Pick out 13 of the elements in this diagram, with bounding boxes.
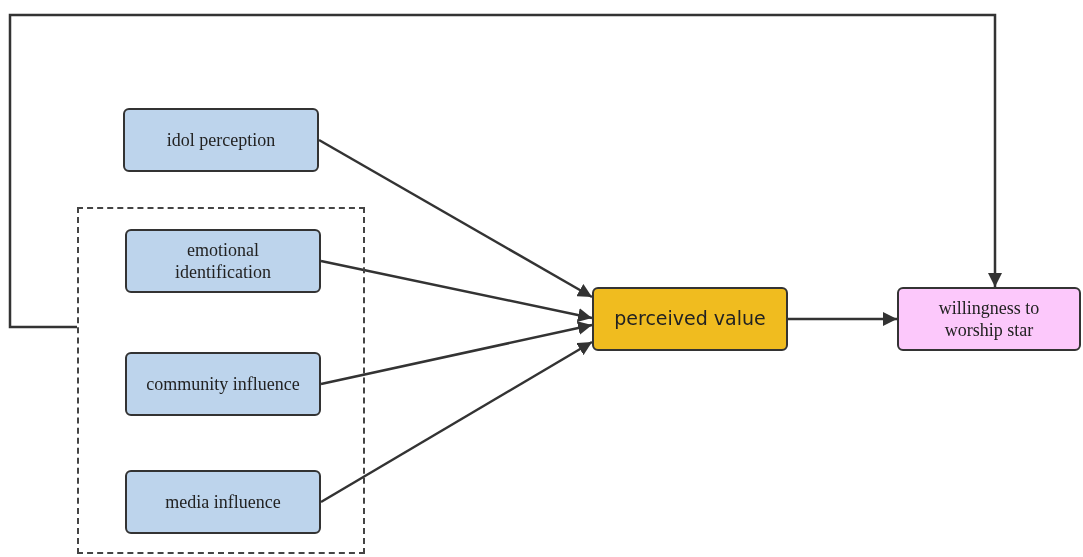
arrow — [318, 138, 593, 299]
arrow — [320, 321, 593, 386]
highlight-box: perceived value — [592, 287, 788, 351]
arrow — [8, 13, 1002, 329]
arrow — [320, 340, 593, 504]
process-box: community influence — [125, 352, 321, 416]
arrow — [320, 259, 593, 322]
arrow — [788, 312, 897, 326]
process-box: willingness to worship star — [897, 287, 1081, 351]
dashed-group-box — [77, 207, 365, 554]
process-box: emotional identification — [125, 229, 321, 293]
process-box: media influence — [125, 470, 321, 534]
process-box: idol perception — [123, 108, 319, 172]
